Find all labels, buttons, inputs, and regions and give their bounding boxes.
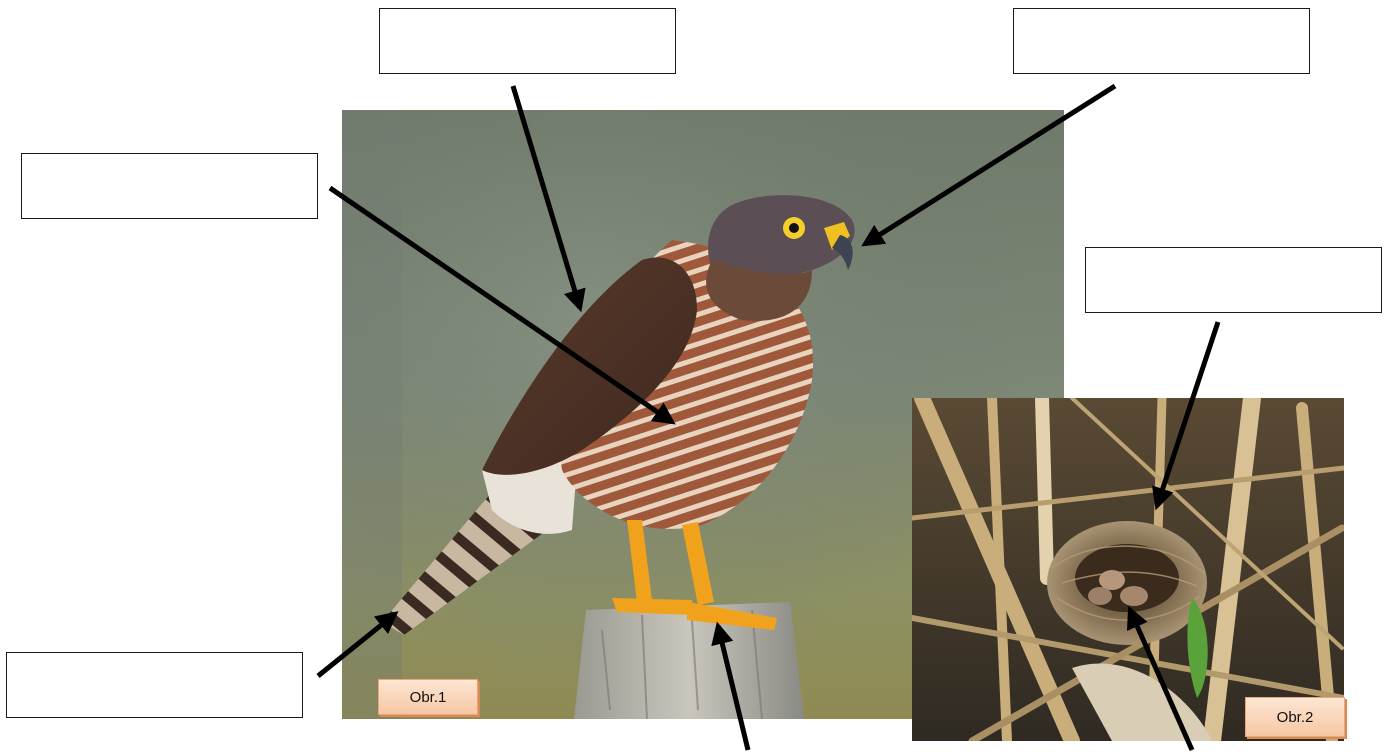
label-box-top-right[interactable] (1013, 8, 1310, 74)
figure-caption-nest: Obr.2 (1245, 697, 1345, 737)
figure-caption-hawk: Obr.1 (378, 679, 478, 715)
label-box-right-middle[interactable] (1085, 247, 1382, 313)
label-box-left-lower[interactable] (6, 652, 303, 718)
label-box-top-center[interactable] (379, 8, 676, 74)
nest-photo (912, 398, 1344, 741)
label-box-left-upper[interactable] (21, 153, 318, 219)
